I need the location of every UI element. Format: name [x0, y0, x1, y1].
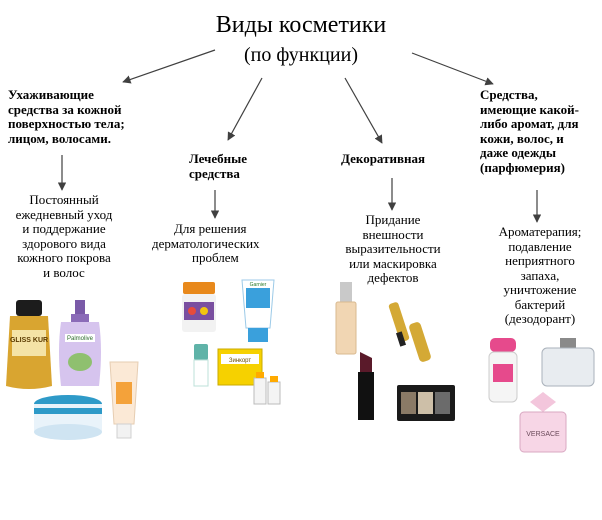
desc-line: и поддержание: [2, 222, 126, 237]
heading-line: лицом, волосами.: [8, 132, 168, 147]
desc-line: неприятного: [484, 254, 596, 269]
heading-line: средства за кожной: [8, 103, 168, 118]
category-care-heading: Ухаживающие средства за кожной поверхнос…: [8, 88, 168, 146]
tube-label: Garnier: [250, 282, 267, 288]
ointment-label: Зинкорт: [229, 358, 252, 364]
desc-line: проблем: [152, 251, 284, 266]
category-medical-heading: Лечебные средства: [189, 152, 289, 181]
desc-line: бактерий: [484, 298, 596, 313]
heading-line: имеющие какой-: [480, 103, 600, 118]
arrow-title-to-decorative: [345, 78, 382, 143]
desc-line: здорового вида: [2, 237, 126, 252]
heading-line: Лечебные: [189, 152, 289, 167]
soap-label: Palmolive: [67, 336, 94, 342]
foundation-bottle-icon: [334, 282, 358, 356]
lipstick-icon: [350, 352, 382, 422]
desc-line: ежедневный уход: [2, 208, 126, 223]
heading-line: кожи, волос, и: [480, 132, 600, 147]
desc-line: (дезодорант): [484, 312, 596, 327]
desc-line: и волос: [2, 266, 126, 281]
desc-line: подавление: [484, 240, 596, 255]
desc-line: запаха,: [484, 269, 596, 284]
cream-jar-icon: [32, 392, 104, 444]
eyeshadow-palette-icon: [396, 384, 456, 424]
shampoo-bottle-icon: GLISS KUR: [2, 300, 56, 392]
desc-line: дерматологических: [152, 237, 284, 252]
desc-line: кожного покрова: [2, 251, 126, 266]
arrow-title-to-medical: [228, 78, 262, 140]
heading-line: средства: [189, 167, 289, 182]
cologne-bottle-icon: [540, 338, 596, 388]
shampoo-label: GLISS KUR: [10, 337, 48, 344]
category-medical-description: Для решения дерматологических проблем: [152, 222, 284, 266]
perfume-bottle-icon: VERSACE: [516, 392, 570, 454]
desc-line: Ароматерапия;: [484, 225, 596, 240]
diagram-title: Виды косметики: [0, 12, 602, 39]
desc-line: уничтожение: [484, 283, 596, 298]
mascara-icon: [388, 302, 436, 364]
heading-line: либо аромат, для: [480, 117, 600, 132]
hand-soap-bottle-icon: Palmolive: [55, 300, 105, 390]
desc-line: Постоянный: [2, 193, 126, 208]
desc-line: внешности: [318, 228, 468, 243]
desc-line: выразительности: [318, 242, 468, 257]
hand-cream-tube-icon: [108, 360, 140, 440]
desc-line: Для решения: [152, 222, 284, 237]
heading-line: Декоративная: [341, 152, 451, 167]
category-perfume-description: Ароматерапия; подавление неприятного зап…: [484, 225, 596, 327]
desc-line: Придание: [318, 213, 468, 228]
heading-line: даже одежды: [480, 146, 600, 161]
heading-line: (парфюмерия): [480, 161, 600, 176]
face-wash-tube-icon: Garnier: [240, 278, 276, 344]
perfume-label: VERSACE: [526, 431, 560, 438]
desc-line: или маскировка: [318, 257, 468, 272]
heading-line: Средства,: [480, 88, 600, 103]
heading-line: поверхностью тела;: [8, 117, 168, 132]
category-perfume-heading: Средства, имеющие какой- либо аромат, дл…: [480, 88, 600, 175]
category-decorative-description: Придание внешности выразительности или м…: [318, 213, 468, 286]
diagram-subtitle: (по функции): [0, 44, 602, 66]
small-bottles-icon: [252, 372, 282, 406]
lip-balm-stick-icon: [192, 344, 210, 388]
deodorant-stick-icon: [486, 338, 520, 404]
category-decorative-heading: Декоративная: [341, 152, 451, 167]
vitamin-jar-icon: [180, 282, 218, 334]
category-care-description: Постоянный ежедневный уход и поддержание…: [2, 193, 126, 280]
heading-line: Ухаживающие: [8, 88, 168, 103]
